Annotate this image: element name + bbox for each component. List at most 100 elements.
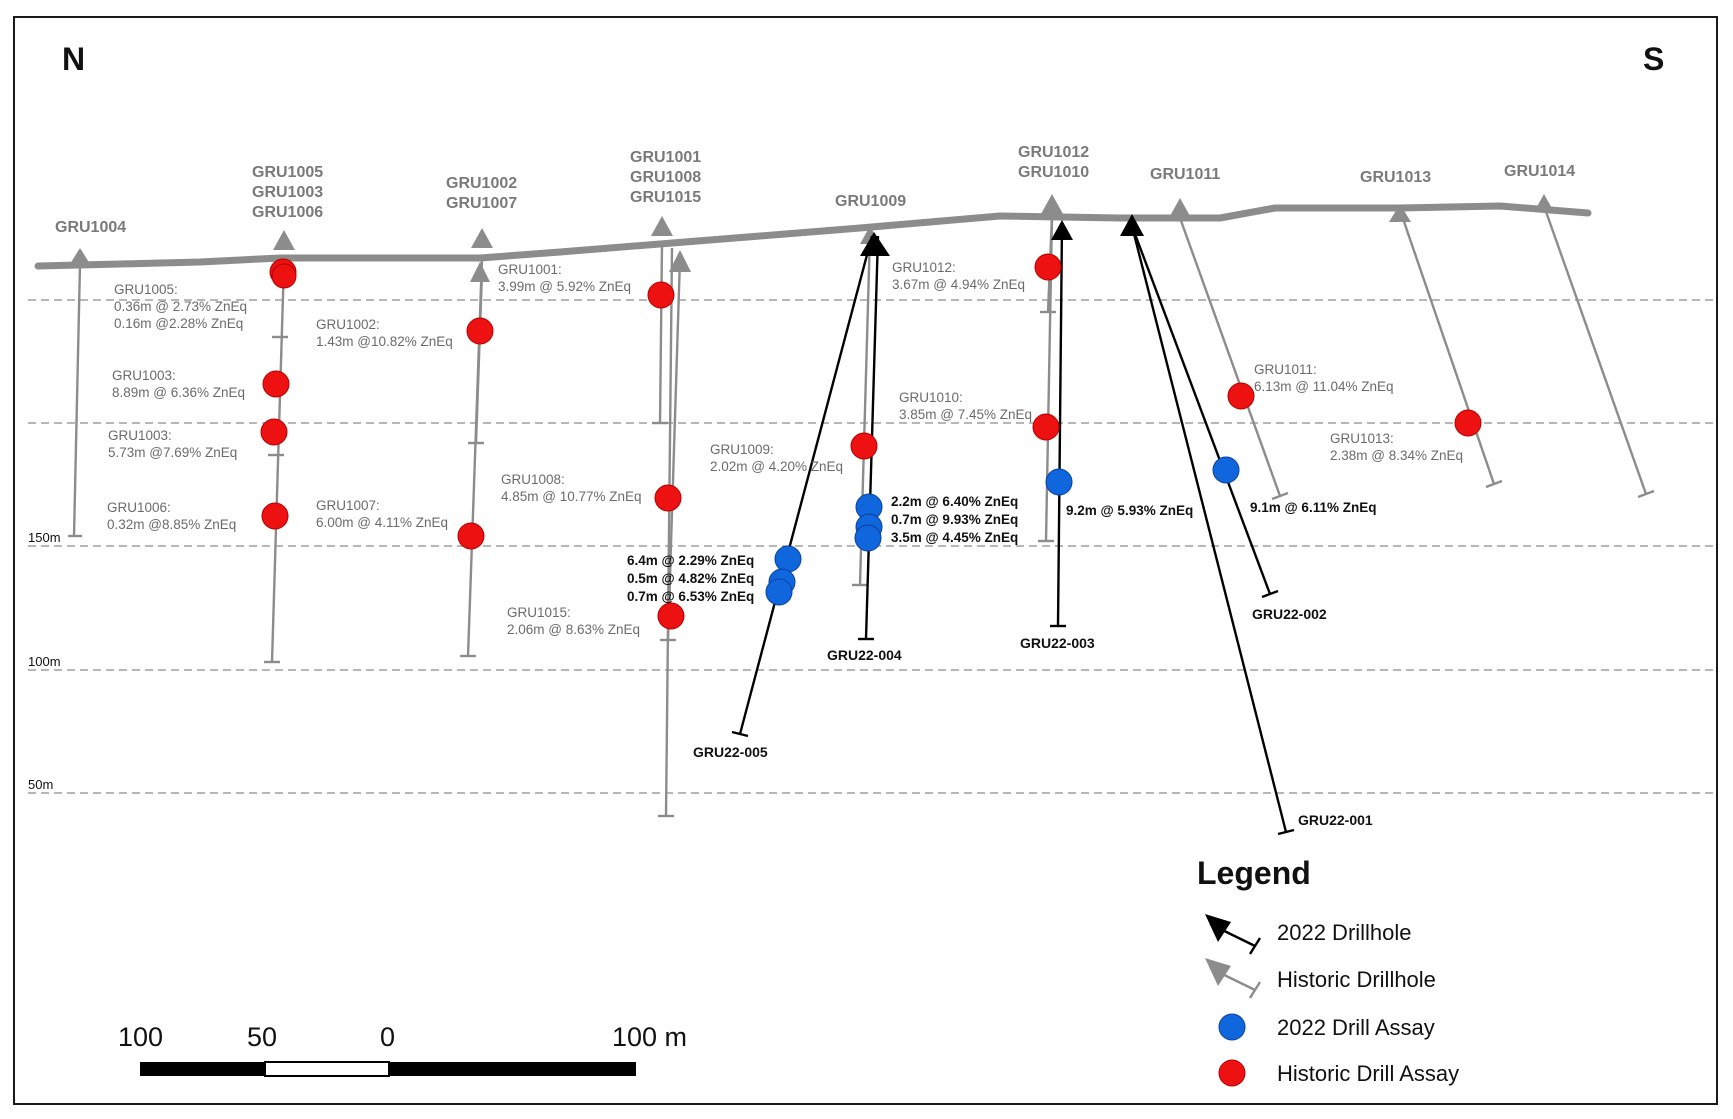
drillhole-historic-icon — [1205, 958, 1231, 986]
assay-label-gru22-005: 6.4m @ 2.29% ZnEq 0.5m @ 4.82% ZnEq 0.7m… — [627, 553, 758, 604]
collar-gru1002 — [471, 228, 493, 248]
elevation-label-50: 50m — [28, 777, 53, 792]
hole-label-gru1002-group: GRU1002 GRU1007 — [446, 175, 522, 212]
assay-dot-gru1003-a — [262, 370, 290, 398]
assay-dot-gru22-005-c — [765, 578, 793, 606]
assay-label-gru1015: GRU1015: 2.06m @ 8.63% ZnEq — [507, 605, 640, 637]
trace-gru1015 — [664, 247, 674, 817]
assay-dot-gru1013 — [1454, 409, 1482, 437]
historic-assay-points — [260, 253, 1482, 630]
assay-label-gru1008: GRU1008: 4.85m @ 10.77% ZnEq — [501, 472, 642, 504]
assay-dot-gru1010 — [1032, 413, 1060, 441]
assay-dot-gru22-002 — [1212, 456, 1240, 484]
legend-label-2022-drill-assay: 2022 Drill Assay — [1277, 1015, 1435, 1040]
collar-gru22-003 — [1051, 220, 1073, 240]
assay-label-gru1003-a: GRU1003: 8.89m @ 6.36% ZnEq — [112, 368, 245, 400]
assay-2022-icon — [1218, 1013, 1246, 1041]
scale-label-100-left: 100 — [118, 1022, 163, 1052]
legend-item-historic-drill-assay: Historic Drill Assay — [1218, 1059, 1459, 1087]
scale-label-100-right: 100 m — [612, 1022, 687, 1052]
assay-label-gru1011: GRU1011: 6.13m @ 11.04% ZnEq — [1254, 362, 1394, 394]
collar-gru1007 — [470, 262, 490, 282]
trace-gru1004 — [72, 263, 82, 537]
hole-label-gru22-001: GRU22-001 — [1298, 812, 1373, 828]
hole-label-gru1001-group: GRU1001 GRU1008 GRU1015 — [630, 149, 706, 206]
hole-label-gru1014: GRU1014 — [1504, 163, 1575, 180]
scale-bar-segment-2 — [264, 1061, 390, 1077]
north-label: N — [62, 41, 85, 77]
trace-gru1008 — [666, 257, 682, 641]
trace-gru22-003 — [1056, 223, 1064, 627]
elevation-label-100: 100m — [28, 654, 61, 669]
assay-dot-gru1012 — [1034, 253, 1062, 281]
hole-label-gru1004: GRU1004 — [55, 219, 126, 236]
assay-label-gru1013: GRU1013: 2.38m @ 8.34% ZnEq — [1330, 431, 1463, 463]
assay-dot-gru1001 — [647, 281, 675, 309]
legend-label-2022-drillhole: 2022 Drillhole — [1277, 920, 1412, 945]
hole-label-gru22-004: GRU22-004 — [827, 647, 902, 663]
legend-item-2022-drill-assay: 2022 Drill Assay — [1218, 1013, 1435, 1041]
assay-label-gru1005: GRU1005: 0.36m @ 2.73% ZnEq 0.16m @2.28%… — [114, 282, 251, 331]
hole-label-gru1012-group: GRU1012 GRU1010 — [1018, 144, 1094, 181]
assay-dot-gru1009 — [850, 432, 878, 460]
trace-gru1013 — [1398, 209, 1496, 485]
collar-gru1012 — [1041, 194, 1063, 214]
hole-label-gru22-002: GRU22-002 — [1252, 606, 1327, 622]
collar-gru22-005-004 — [860, 232, 890, 256]
scale-label-0: 0 — [380, 1022, 395, 1052]
legend-item-historic-drillhole: Historic Drillhole — [1205, 958, 1436, 999]
assay-label-gru1009: GRU1009: 2.02m @ 4.20% ZnEq — [710, 442, 843, 474]
trace-gru22-001 — [1130, 225, 1288, 833]
hole-label-gru1013: GRU1013 — [1360, 169, 1431, 186]
collar-gru1013 — [1389, 204, 1411, 222]
hole-label-gru22-003: GRU22-003 — [1020, 635, 1095, 651]
legend-label-historic-drillhole: Historic Drillhole — [1277, 967, 1436, 992]
trace-gru1007 — [474, 271, 484, 444]
hole-label-gru1009: GRU1009 — [835, 193, 906, 210]
scale-bar: 100 50 0 100 m — [118, 1022, 687, 1077]
scale-bar-segment-3 — [389, 1062, 636, 1076]
hole-label-gru22-005: GRU22-005 — [693, 744, 768, 760]
legend: Legend 2022 Drillhole Historic Drillhole… — [1197, 855, 1459, 1087]
assay-dot-gru1002 — [466, 317, 494, 345]
assay-label-gru22-002: 9.1m @ 6.11% ZnEq — [1250, 500, 1376, 515]
assay-label-gru1006: GRU1006: 0.32m @8.85% ZnEq — [107, 500, 236, 532]
assay-dot-gru22-003 — [1045, 468, 1073, 496]
assay-label-gru1007: GRU1007: 6.00m @ 4.11% ZnEq — [316, 498, 448, 530]
drillhole-2022-icon — [1205, 914, 1231, 942]
assay-dot-gru22-005-a — [774, 545, 802, 573]
scale-bar-segment-1 — [140, 1062, 265, 1076]
collar-gru1015 — [669, 250, 691, 272]
assay-dot-gru1008 — [654, 484, 682, 512]
collar-gru22-002-001 — [1120, 214, 1144, 236]
assay-label-gru22-004: 2.2m @ 6.40% ZnEq 0.7m @ 9.93% ZnEq 3.5m… — [891, 494, 1022, 545]
collar-gru1005 — [273, 230, 295, 250]
hole-label-gru1005-group: GRU1005 GRU1003 GRU1006 — [252, 164, 328, 221]
assay-label-gru1003-b: GRU1003: 5.73m @7.69% ZnEq — [108, 428, 237, 460]
historic-drillholes — [68, 205, 1655, 818]
assay-dot-gru1011 — [1227, 382, 1255, 410]
assay-dot-gru1003-b — [260, 418, 288, 446]
legend-title: Legend — [1197, 855, 1311, 891]
trace-gru22-005 — [738, 235, 874, 735]
legend-item-2022-drillhole: 2022 Drillhole — [1205, 914, 1412, 955]
assay-dot-gru1015 — [657, 602, 685, 630]
trace-gru1014 — [1542, 205, 1648, 495]
elevation-label-150: 150m — [28, 530, 61, 545]
assay-label-gru1001: GRU1001: 3.99m @ 5.92% ZnEq — [498, 262, 631, 294]
topographic-surface — [34, 202, 1592, 270]
assay-historic-icon — [1218, 1059, 1246, 1087]
assay-label-gru1010: GRU1010: 3.85m @ 7.45% ZnEq — [899, 390, 1032, 422]
assay-dot-gru1005-b — [271, 263, 297, 289]
assay-label-gru1012: GRU1012: 3.67m @ 4.94% ZnEq — [892, 260, 1025, 292]
assay-label-gru22-003: 9.2m @ 5.93% ZnEq — [1066, 503, 1193, 518]
map-frame — [13, 16, 1718, 1105]
assay-points-2022 — [765, 456, 1240, 606]
assay-dot-gru22-004-c — [854, 524, 882, 552]
drillholes-2022 — [731, 214, 1295, 836]
trace-gru22-002 — [1130, 225, 1272, 595]
trace-gru1001 — [658, 243, 664, 424]
trace-gru1011 — [1178, 217, 1282, 497]
assay-label-gru1002: GRU1002: 1.43m @10.82% ZnEq — [316, 317, 453, 349]
